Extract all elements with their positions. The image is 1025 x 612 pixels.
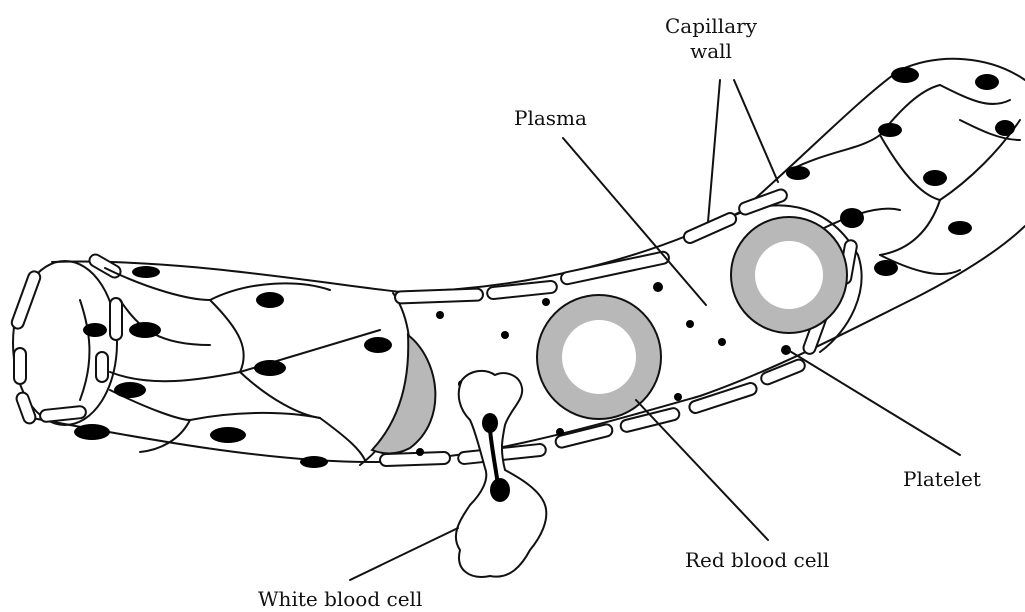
rbc-partial bbox=[372, 335, 435, 454]
red-blood-cell-center bbox=[537, 295, 661, 419]
label-capillary-wall-line1: Capillary bbox=[656, 14, 766, 39]
white-blood-cell bbox=[456, 371, 546, 577]
label-capillary-wall: Capillary wall bbox=[656, 14, 766, 64]
label-red-blood-cell: Red blood cell bbox=[685, 548, 829, 573]
leader-platelet bbox=[788, 350, 960, 455]
leader-white-blood-cell bbox=[350, 528, 458, 580]
label-capillary-wall-line2: wall bbox=[656, 39, 766, 64]
leader-red-blood-cell bbox=[636, 400, 768, 540]
leader-capillary-wall-1 bbox=[708, 80, 720, 222]
leader-capillary-wall-2 bbox=[734, 80, 778, 182]
label-plasma: Plasma bbox=[514, 106, 587, 131]
capillary-right-end bbox=[900, 59, 1025, 80]
label-platelet: Platelet bbox=[903, 467, 981, 492]
red-blood-cell-right bbox=[731, 217, 847, 333]
capillary-bottom-outline bbox=[32, 226, 1025, 462]
label-white-blood-cell: White blood cell bbox=[258, 587, 422, 612]
